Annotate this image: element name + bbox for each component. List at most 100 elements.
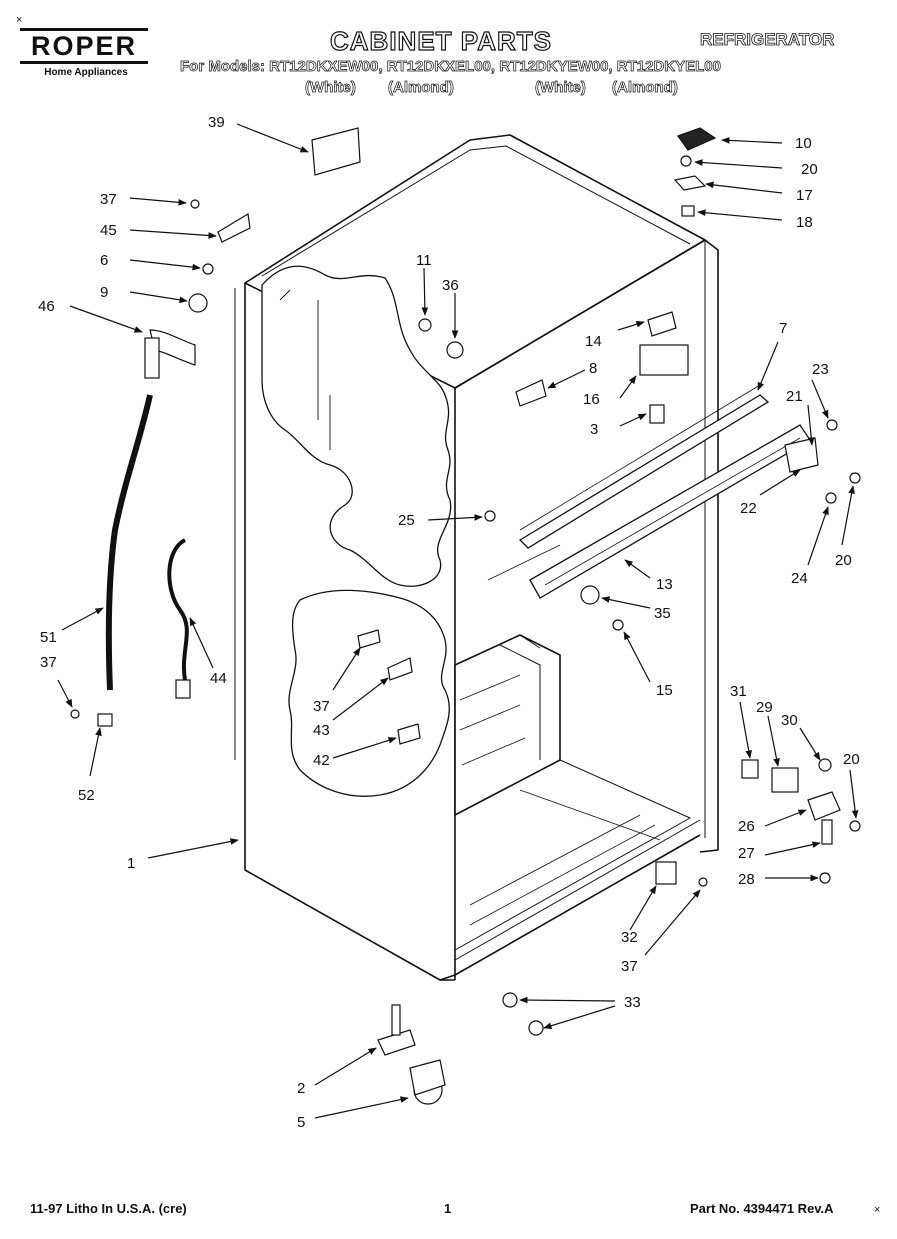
clip-3 [649,404,665,424]
screw-37d [698,877,708,887]
callout-15: 15 [656,682,673,699]
callout-8: 8 [589,360,597,377]
callout-37a: 37 [100,191,117,208]
shim-31 [741,759,759,779]
button-36 [446,341,464,359]
callout-18: 18 [796,214,813,231]
washer-23 [826,419,838,431]
callout-35: 35 [654,605,671,622]
product-label: REFRIGERATOR [700,30,835,50]
light-socket-11 [418,318,432,332]
clip-52 [97,713,113,727]
callout-21: 21 [786,388,803,405]
callout-5: 5 [297,1114,305,1131]
callout-51: 51 [40,629,57,646]
screw-15 [612,619,624,631]
drain-hose-46 [149,329,196,366]
model-color-4: (Almond) [612,79,679,97]
roller-bracket [409,1059,446,1096]
logo-subtitle: Home Appliances [44,67,128,78]
drain-tube-51 [105,394,153,691]
corner-mark-bottom: × [874,1204,881,1216]
model-color-3: (White) [535,79,587,97]
hinge-spacer [681,205,695,217]
hinge-plate-29 [771,767,799,793]
washer-24 [825,492,837,504]
corner-mark: × [16,14,23,26]
plug-33a [502,992,518,1008]
bracket-14 [647,311,677,337]
callout-39: 39 [208,114,225,131]
callout-46: 46 [38,298,55,315]
callout-42: 42 [313,752,330,769]
callout-44: 44 [210,670,227,687]
clip-43 [387,657,413,681]
cutaway-regions [261,265,452,797]
shim-32 [655,861,677,885]
footer-page-number: 1 [444,1201,452,1216]
bottom-hinge-26 [807,791,841,821]
callout-37c: 37 [313,698,330,715]
footer-part-number: Part No. 4394471 Rev.A [690,1201,834,1216]
screw-25 [484,510,496,522]
screw-28 [819,872,831,884]
callout-16: 16 [583,391,600,408]
power-cord-44 [167,538,189,681]
callout-3: 3 [590,421,598,438]
hinge-pin-27 [821,819,833,845]
clip-42 [397,723,421,745]
callout-7: 7 [779,320,787,337]
clip-45 [217,213,251,243]
callout-43: 43 [313,722,330,739]
callout-24: 24 [791,570,808,587]
callout-1: 1 [127,855,135,872]
hinge-screw [680,155,692,167]
plug-33b [528,1020,544,1036]
callout-29: 29 [756,699,773,716]
callout-37b: 37 [40,654,57,671]
screw-37 [190,199,200,209]
plug [175,679,191,699]
grommet-9 [188,293,208,313]
callout-52: 52 [78,787,95,804]
callout-13: 13 [656,576,673,593]
callout-14: 14 [585,333,602,350]
screw-37b [70,709,80,719]
washer-30 [818,758,832,772]
callout-6: 6 [100,252,108,269]
callout-33: 33 [624,994,641,1011]
callout-20c: 20 [843,751,860,768]
liners-and-strips [487,384,811,599]
model-list: For Models: RT12DKXEW00, RT12DKXEL00, RT… [180,58,722,76]
clip-37c [357,629,381,649]
callout-45: 45 [100,222,117,239]
hinge-16 [639,344,689,376]
leg-stud [391,1004,401,1036]
callout-30: 30 [781,712,798,729]
bracket-8 [515,379,547,407]
kick-plate-bracket [311,127,361,176]
screw-20b [849,472,861,484]
footer-litho: 11-97 Litho In U.S.A. (cre) [30,1201,187,1216]
callout-17: 17 [796,187,813,204]
callout-27: 27 [738,845,755,862]
callout-22: 22 [740,500,757,517]
model-color-1: (White) [305,79,357,97]
model-color-2: (Almond) [388,79,455,97]
callout-11: 11 [416,252,432,269]
top-hinge-cover [677,127,717,151]
callout-23: 23 [812,361,829,378]
callout-labels: 39 10 20 17 18 37 45 6 9 46 11 36 14 7 8… [38,114,860,1131]
nut-6 [202,263,214,275]
knob-35 [580,585,600,605]
callout-32: 32 [621,929,638,946]
callout-9: 9 [100,284,108,301]
callout-36: 36 [442,277,459,294]
cabinet-shell [234,134,719,981]
callout-20b: 20 [835,552,852,569]
callout-2: 2 [297,1080,305,1097]
callout-37d: 37 [621,958,638,975]
callout-31: 31 [730,683,747,700]
callout-28: 28 [738,871,755,888]
